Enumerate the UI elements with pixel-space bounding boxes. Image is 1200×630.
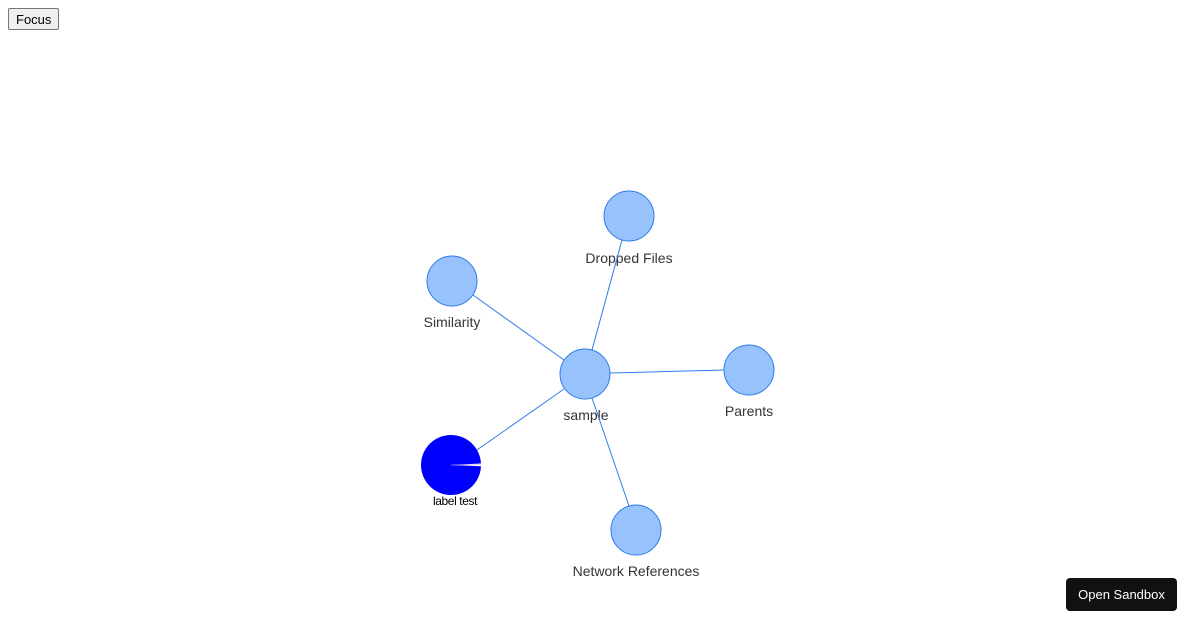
label-network-references: Network References: [573, 563, 700, 579]
open-sandbox-button[interactable]: Open Sandbox: [1066, 578, 1177, 611]
node-network-references[interactable]: [610, 504, 662, 556]
label-similarity: Similarity: [424, 314, 481, 330]
edge-sample-network-references: [591, 397, 630, 507]
label-dropped-files: Dropped Files: [585, 250, 672, 266]
graph-edges: [472, 239, 725, 507]
node-parents[interactable]: [723, 344, 775, 396]
label-parents: Parents: [725, 403, 773, 419]
label-sample: sample: [563, 407, 608, 423]
edge-sample-label-test: [476, 388, 565, 451]
graph-labels: Dropped Files Similarity Parents Network…: [424, 250, 774, 579]
focus-button[interactable]: Focus: [8, 8, 60, 30]
node-sample[interactable]: [559, 348, 611, 400]
edge-sample-dropped-files: [591, 239, 623, 351]
edge-sample-parents: [609, 369, 725, 374]
label-label-test: label test: [433, 494, 478, 508]
node-dropped-files[interactable]: [603, 190, 655, 242]
node-similarity[interactable]: [426, 255, 478, 307]
node-label-test-pie[interactable]: [421, 435, 482, 495]
edge-sample-similarity: [472, 294, 565, 361]
